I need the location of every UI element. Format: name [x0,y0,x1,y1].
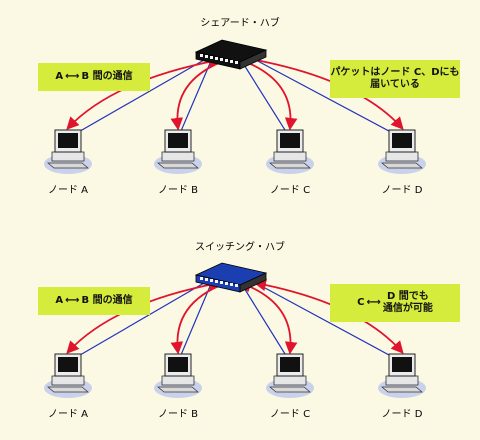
pc-base [385,151,419,162]
node-c-label: ノード C [269,409,311,420]
double-arrow-icon: ⟷ [366,296,381,308]
pc-base [273,151,307,162]
node-a-label: ノード A [47,409,89,420]
pc-keyboard [381,162,423,169]
cable-line [240,59,291,139]
callout-from: C [357,296,365,308]
traffic-arrow [170,59,227,131]
pc-base [385,375,419,386]
computer-icon [266,129,314,174]
callout-from: A [55,294,64,306]
shared-hub-title: シェアード・ハブ [200,18,280,29]
hub-side [239,272,267,293]
hub-port [205,278,208,281]
callout-a-b-communication: A ⟷ B 間の通信 [38,63,150,91]
pc-base [161,375,195,386]
hub-side [239,49,267,70]
callout-c-d-communication: C ⟷ D 間でも 通信が可能 [330,284,460,322]
pc-keyboard [269,386,311,393]
computer-icon [44,353,92,398]
computer-icon [154,353,202,398]
pc-keyboard [269,162,311,169]
node-c-label: ノード C [269,185,311,196]
switching-hub-network [44,262,426,398]
node-b-label: ノード B [157,409,199,420]
pc-screen [168,133,188,148]
callout-from: A [55,70,64,82]
traffic-arrow [238,280,298,355]
hub-port [205,55,208,58]
pc-base [161,151,195,162]
pc-screen [58,133,78,148]
pc-keyboard [47,386,89,393]
callout-to: D 間でも 通信が可能 [382,290,433,315]
hub-port [220,58,223,61]
hub-port [215,280,218,283]
pc-base [51,375,85,386]
hub-port [215,57,218,60]
computer-icon [44,129,92,174]
node-d-label: ノード D [381,409,423,420]
computer-icon [378,353,426,398]
double-arrow-icon: ⟷ [65,70,80,82]
cable-line [255,59,403,139]
pc-screen [392,133,412,148]
hub-port [220,281,223,284]
computer-icon [378,129,426,174]
computer-icon [266,353,314,398]
pc-screen [392,357,412,372]
pc-screen [280,357,300,372]
pc-base [51,151,85,162]
callout-a-b-communication-switch: A ⟷ B 間の通信 [38,287,150,315]
node-d-label: ノード D [381,185,423,196]
pc-screen [168,357,188,372]
node-b-label: ノード B [157,185,199,196]
computer-icon [154,129,202,174]
hub-port [235,61,238,64]
traffic-arrow [240,59,298,131]
node-a-label: ノード A [47,185,89,196]
hub-port [235,284,238,287]
traffic-arrow [170,282,227,355]
hub-port [230,283,233,286]
hub-port [225,282,228,285]
callout-to: B 間の通信 [81,294,133,306]
shared-hub-network [44,39,426,174]
hub-port [200,54,203,57]
hub-port [210,279,213,282]
pc-base [273,375,307,386]
pc-keyboard [47,162,89,169]
hub-port [225,59,228,62]
pc-keyboard [157,162,199,169]
pc-screen [58,357,78,372]
double-arrow-icon: ⟷ [65,294,80,306]
hub-port [200,277,203,280]
pc-screen [280,133,300,148]
switching-hub-title: スイッチング・ハブ [195,242,285,253]
hub-port [230,60,233,63]
pc-keyboard [157,386,199,393]
callout-packet-broadcast: パケットはノード C、Dにも 届いている [330,60,460,98]
hub-port [210,56,213,59]
callout-to: B 間の通信 [81,70,133,82]
pc-keyboard [381,386,423,393]
